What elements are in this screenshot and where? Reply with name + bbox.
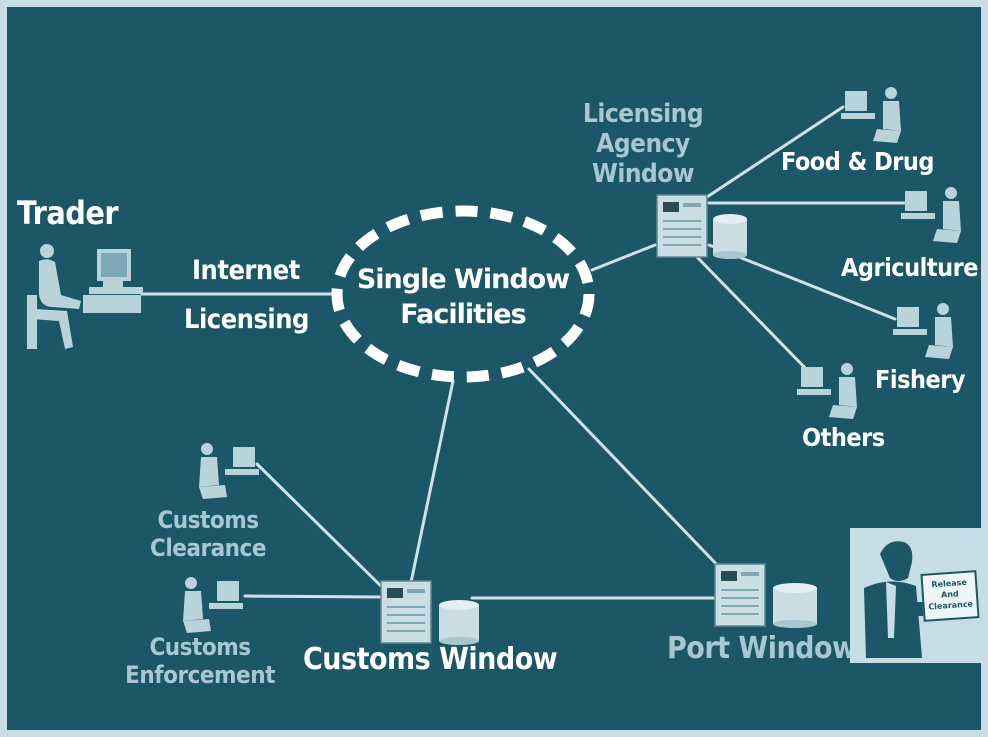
agriculture-workstation-icon bbox=[901, 187, 961, 243]
hub-licensing-link bbox=[590, 243, 657, 272]
port-officer-panel: Release And Clearance bbox=[850, 528, 981, 663]
customs-clearance-line2: Clearance bbox=[150, 534, 267, 562]
customs-clearance-workstation-icon bbox=[199, 443, 259, 499]
licensing-title-line3: Window bbox=[592, 159, 694, 189]
diagram-canvas: Single Window Facilities Trader Internet… bbox=[7, 7, 981, 730]
hub-port-link bbox=[527, 367, 724, 572]
customs-clearance-line1: Customs bbox=[157, 506, 259, 534]
licensing-food-drug-link bbox=[705, 105, 845, 199]
stamp-line3: Clearance bbox=[928, 599, 974, 612]
internet-label: Internet bbox=[192, 255, 300, 286]
customs-enforcement-line2: Enforcement bbox=[125, 661, 275, 689]
customs-clearance-label: Customs Clearance bbox=[143, 506, 273, 562]
agency-fishery-label: Fishery bbox=[875, 365, 966, 394]
licensing-others-link bbox=[695, 255, 814, 377]
food-drug-workstation-icon bbox=[841, 87, 901, 143]
agency-agriculture-label: Agriculture bbox=[841, 253, 978, 282]
port-server-icon bbox=[714, 563, 817, 628]
hub-label-line2: Facilities bbox=[400, 299, 526, 330]
trader-title: Trader bbox=[17, 194, 119, 232]
release-clearance-stamp: Release And Clearance bbox=[920, 570, 980, 622]
customs-enforcement-workstation-icon bbox=[183, 577, 243, 633]
customs-server-icon bbox=[380, 580, 479, 645]
others-workstation-icon bbox=[797, 363, 857, 419]
customs-enforcement-label: Customs Enforcement bbox=[117, 633, 283, 689]
port-window-title: Port Window bbox=[667, 631, 857, 666]
trader-workstation-icon bbox=[27, 244, 143, 349]
customs-enforcement-link bbox=[243, 594, 389, 599]
agency-food-drug-label: Food & Drug bbox=[781, 147, 935, 176]
agency-others-label: Others bbox=[802, 423, 885, 452]
licensing-server-icon bbox=[656, 194, 747, 259]
hub-label-line1: Single Window bbox=[356, 264, 570, 295]
hub-customs-link bbox=[407, 379, 455, 594]
hub-ellipse bbox=[331, 205, 595, 383]
customs-enforcement-line1: Customs bbox=[149, 633, 251, 661]
licensing-agency-window-title: Licensing Agency Window bbox=[573, 99, 713, 189]
licensing-title-line2: Agency bbox=[596, 129, 690, 159]
customs-window-title: Customs Window bbox=[303, 642, 558, 677]
customs-clearance-link bbox=[255, 462, 389, 594]
licensing-title-line1: Licensing bbox=[582, 99, 704, 129]
licensing-link-label: Licensing bbox=[184, 304, 309, 335]
connection-lines bbox=[140, 105, 907, 600]
hub-label: Single Window Facilities bbox=[335, 262, 591, 332]
fishery-workstation-icon bbox=[893, 303, 953, 359]
